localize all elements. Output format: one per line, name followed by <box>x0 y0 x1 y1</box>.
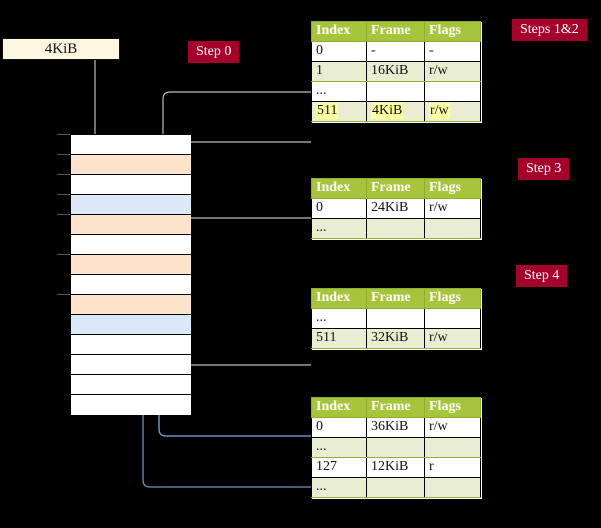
memory-frame-row <box>71 155 191 175</box>
table-cell: - <box>424 41 481 62</box>
source-frame-box: 4KiB <box>2 38 120 60</box>
column-header-flags: Flags <box>424 178 481 199</box>
table-cell: r/w <box>424 198 481 219</box>
memory-row-tick <box>57 254 70 255</box>
table-cell: ... <box>311 308 367 329</box>
table-cell <box>366 81 425 102</box>
table-cell: 127 <box>311 457 367 478</box>
memory-frame-row <box>71 355 191 375</box>
table-cell <box>424 81 481 102</box>
memory-frame-row <box>71 255 191 275</box>
memory-frame-row <box>71 175 191 195</box>
table-cell: 0 <box>311 41 367 62</box>
table-cell: 4KiB <box>366 101 425 122</box>
table-cell: r <box>424 457 481 478</box>
table-cell <box>424 477 481 498</box>
memory-frame-row <box>71 315 191 335</box>
step-label-1-2: Steps 1&2 <box>512 19 587 41</box>
column-header-index: Index <box>311 178 367 199</box>
table-row: 0-- <box>311 41 481 62</box>
physical-memory-column <box>70 134 191 415</box>
memory-row-tick <box>57 154 70 155</box>
column-header-frame: Frame <box>366 288 425 309</box>
memory-row-tick <box>57 174 70 175</box>
column-header-frame: Frame <box>366 21 425 42</box>
memory-frame-row <box>71 195 191 215</box>
table-cell: 24KiB <box>366 198 425 219</box>
table-cell: 0 <box>311 417 367 438</box>
table-cell <box>424 437 481 458</box>
table-cell: 12KiB <box>366 457 425 478</box>
column-header-index: Index <box>311 21 367 42</box>
memory-row-tick <box>57 294 70 295</box>
table-cell: ... <box>311 437 367 458</box>
highlighted-value: 4KiB <box>371 103 404 119</box>
column-header-flags: Flags <box>424 21 481 42</box>
column-header-flags: Flags <box>424 397 481 418</box>
memory-row-tick <box>57 214 70 215</box>
memory-frame-row <box>71 395 191 415</box>
table-cell: r/w <box>424 101 481 122</box>
table-cell: - <box>366 41 425 62</box>
memory-frame-row <box>71 375 191 395</box>
table-row: ... <box>311 81 481 102</box>
table-cell: 32KiB <box>366 328 425 349</box>
step-label-4: Step 4 <box>516 265 568 287</box>
highlighted-value: r/w <box>429 103 450 119</box>
memory-row-tick <box>57 134 70 135</box>
table-cell <box>366 308 425 329</box>
table-cell: ... <box>311 218 367 239</box>
table-cell <box>424 218 481 239</box>
memory-frame-row <box>71 335 191 355</box>
column-header-frame: Frame <box>366 178 425 199</box>
table-cell: ... <box>311 81 367 102</box>
column-header-index: Index <box>311 288 367 309</box>
memory-frame-row <box>71 235 191 255</box>
memory-frame-row <box>71 295 191 315</box>
table-cell: r/w <box>424 61 481 82</box>
table-cell <box>366 437 425 458</box>
table-cell: 0 <box>311 198 367 219</box>
memory-frame-row <box>71 135 191 155</box>
table-cell: 511 <box>311 101 367 122</box>
table-row: ... <box>311 308 481 329</box>
table-cell <box>366 477 425 498</box>
memory-row-tick <box>57 194 70 195</box>
table-cell: 1 <box>311 61 367 82</box>
column-header-index: Index <box>311 397 367 418</box>
memory-frame-row <box>71 215 191 235</box>
table-row: ... <box>311 437 481 458</box>
column-header-frame: Frame <box>366 397 425 418</box>
table-row: ... <box>311 218 481 239</box>
table-cell: 36KiB <box>366 417 425 438</box>
highlighted-value: 511 <box>316 103 339 119</box>
table-cell <box>424 308 481 329</box>
column-header-flags: Flags <box>424 288 481 309</box>
memory-frame-row <box>71 275 191 295</box>
table-cell: r/w <box>424 417 481 438</box>
table-cell: 511 <box>311 328 367 349</box>
table-cell: ... <box>311 477 367 498</box>
table-cell: 16KiB <box>366 61 425 82</box>
table-cell: r/w <box>424 328 481 349</box>
table-cell <box>366 218 425 239</box>
table-row: 511 4KiB r/w <box>311 101 481 122</box>
table-row: ... <box>311 477 481 498</box>
step-label-0: Step 0 <box>188 41 240 63</box>
step-label-3: Step 3 <box>518 158 570 180</box>
